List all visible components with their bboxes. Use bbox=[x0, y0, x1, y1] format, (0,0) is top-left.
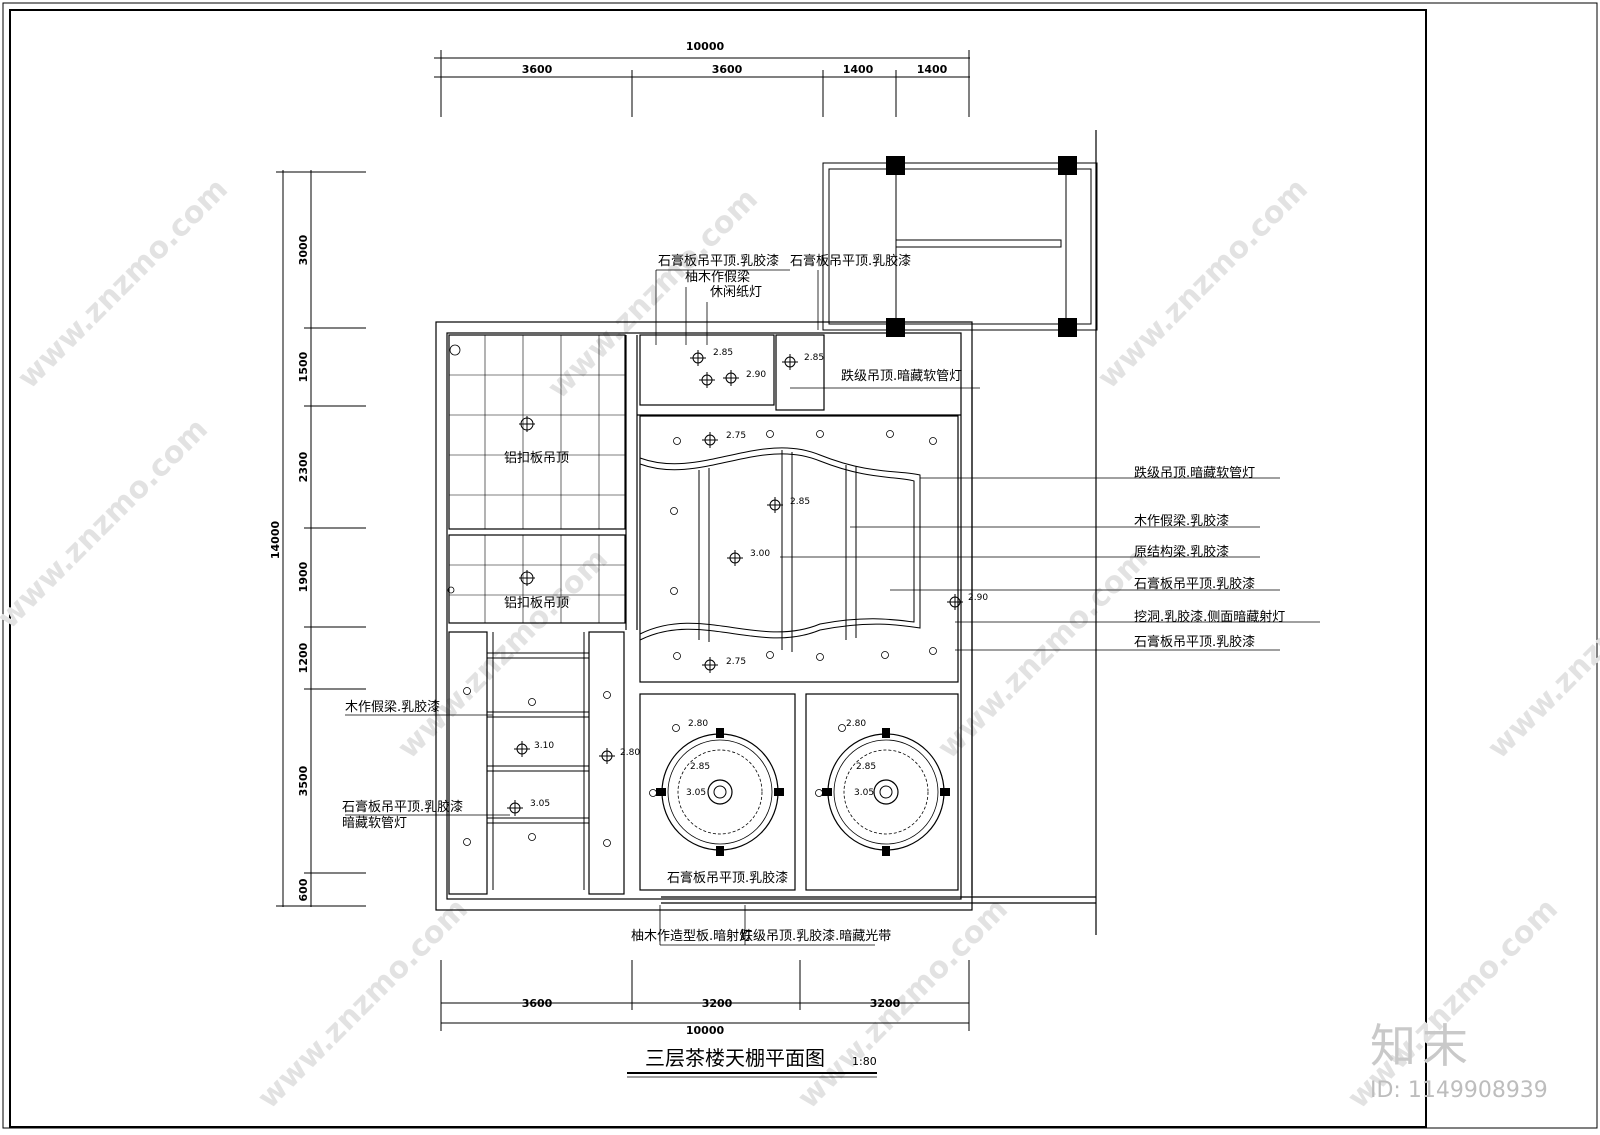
label-gypsum-flat-latex: 石膏板吊平顶.乳胶漆 bbox=[667, 870, 788, 886]
watermark-text: www.znzmo.com bbox=[391, 542, 615, 766]
balcony-columns bbox=[886, 156, 1077, 337]
drawing-scale: 1:80 bbox=[852, 1055, 877, 1068]
elevation: 2.85 bbox=[713, 348, 733, 358]
watermark-text: www.znzmo.com bbox=[1481, 542, 1600, 766]
elevation: 2.75 bbox=[726, 431, 746, 441]
downlight bbox=[699, 372, 715, 388]
elevation: 3.00 bbox=[750, 549, 770, 559]
label-gypsum-flat-latex: 石膏板吊平顶.乳胶漆 bbox=[658, 253, 779, 269]
dim-left-seg: 600 bbox=[297, 878, 310, 901]
downlight bbox=[514, 741, 530, 757]
dim-left-seg: 3000 bbox=[297, 234, 310, 265]
label-stepped-ceiling-light-band: 跌级吊顶.乳胶漆.暗藏光带 bbox=[740, 928, 891, 944]
elevation: 2.85 bbox=[790, 497, 810, 507]
label-teak-false-beam: 柚木作假梁 bbox=[685, 270, 750, 285]
downlight bbox=[690, 350, 706, 366]
downlight bbox=[599, 748, 615, 764]
dim-top-seg: 1400 bbox=[843, 63, 874, 76]
aluminum-grid bbox=[449, 335, 625, 623]
downlight bbox=[519, 416, 535, 432]
downlight bbox=[947, 594, 963, 610]
dimension-lines bbox=[276, 50, 970, 1031]
dim-left-seg: 1900 bbox=[297, 561, 310, 592]
label-hidden-tube-light: 暗藏软管灯 bbox=[342, 816, 407, 831]
elevation: 2.80 bbox=[688, 719, 708, 729]
drawing-title: 三层茶楼天棚平面图 bbox=[645, 1046, 825, 1070]
elevation: 2.85 bbox=[856, 762, 876, 772]
balcony bbox=[822, 162, 1098, 331]
downlight bbox=[782, 354, 798, 370]
label-stepped-ceiling-hidden-tube: 跌级吊顶.暗藏软管灯 bbox=[841, 368, 962, 384]
elevation: 3.10 bbox=[534, 741, 554, 751]
dim-bottom-total: 10000 bbox=[686, 1024, 725, 1037]
label-original-beam-latex: 原结构梁.乳胶漆 bbox=[1134, 544, 1229, 560]
ceiling-lights bbox=[507, 350, 963, 816]
watermark-text: www.znzmo.com bbox=[0, 412, 215, 636]
elevation: 2.85 bbox=[804, 353, 824, 363]
elevation: 3.05 bbox=[854, 788, 874, 798]
label-wood-false-beam-latex: 木作假梁.乳胶漆 bbox=[345, 699, 440, 715]
dim-left-seg: 1500 bbox=[297, 351, 310, 382]
round-ceiling-brackets bbox=[656, 728, 950, 856]
downlight bbox=[723, 370, 739, 386]
elevation: 2.90 bbox=[746, 370, 766, 380]
elevation: 2.75 bbox=[726, 657, 746, 667]
wave-ceiling bbox=[639, 447, 921, 652]
inner-frame bbox=[9, 9, 1427, 1128]
watermark-id: ID: 1149908939 bbox=[1370, 1078, 1548, 1103]
label-wood-false-beam-latex: 木作假梁.乳胶漆 bbox=[1134, 513, 1229, 529]
dimension-texts: 10000 3600 3600 1400 1400 3600 3200 3200… bbox=[269, 40, 948, 1037]
label-hole-latex-spotlight: 挖洞.乳胶漆.侧面暗藏射灯 bbox=[1134, 609, 1285, 625]
dim-left-total: 14000 bbox=[269, 521, 282, 560]
elevation: 2.85 bbox=[690, 762, 710, 772]
dim-top-seg: 3600 bbox=[522, 63, 553, 76]
downlight bbox=[767, 497, 783, 513]
downlight bbox=[519, 570, 535, 586]
label-gypsum-flat-latex: 石膏板吊平顶.乳胶漆 bbox=[1134, 634, 1255, 650]
dim-top-seg: 1400 bbox=[917, 63, 948, 76]
label-aluminum-ceiling: 铝扣板吊顶 bbox=[504, 596, 569, 611]
small-spotlights bbox=[447, 344, 937, 847]
label-stepped-ceiling-hidden-tube: 跌级吊顶.暗藏软管灯 bbox=[1134, 465, 1255, 481]
elevation-tags: 2.85 2.90 2.85 2.75 2.85 3.00 2.90 2.75 … bbox=[530, 348, 988, 809]
watermark-text: www.znzmo.com bbox=[931, 542, 1155, 766]
elevation: 2.80 bbox=[846, 719, 866, 729]
dim-bottom-seg: 3200 bbox=[870, 997, 901, 1010]
elevation: 2.80 bbox=[620, 748, 640, 758]
label-gypsum-flat-latex: 石膏板吊平顶.乳胶漆 bbox=[342, 799, 463, 815]
elevation: 3.05 bbox=[686, 788, 706, 798]
elevation: 3.05 bbox=[530, 799, 550, 809]
round-ceiling-right bbox=[827, 733, 945, 851]
watermark-block: 知末 ID: 1149908939 bbox=[1370, 1010, 1548, 1103]
dim-bottom-seg: 3200 bbox=[702, 997, 733, 1010]
watermark-text: www.znzmo.com bbox=[791, 892, 1015, 1116]
dim-left-seg: 1200 bbox=[297, 642, 310, 673]
walls bbox=[435, 130, 1097, 935]
material-labels: 石膏板吊平顶.乳胶漆 石膏板吊平顶.乳胶漆 柚木作假梁 休闲纸灯 跌级吊顶.暗藏… bbox=[342, 253, 1285, 944]
downlight bbox=[727, 550, 743, 566]
watermark-text: www.znzmo.com bbox=[11, 172, 235, 396]
watermark-logo: 知末 bbox=[1370, 1019, 1474, 1073]
downlight bbox=[507, 800, 523, 816]
leader-lines bbox=[345, 269, 1320, 946]
watermark-text: www.znzmo.com bbox=[1091, 172, 1315, 396]
dim-left-seg: 3500 bbox=[297, 765, 310, 796]
label-leisure-paper-lamp: 休闲纸灯 bbox=[710, 285, 762, 300]
label-gypsum-flat-latex: 石膏板吊平顶.乳胶漆 bbox=[1134, 576, 1255, 592]
dim-top-seg: 3600 bbox=[712, 63, 743, 76]
dim-top-total: 10000 bbox=[686, 40, 725, 53]
downlight bbox=[702, 432, 718, 448]
label-aluminum-ceiling: 铝扣板吊顶 bbox=[504, 451, 569, 466]
left-beams bbox=[487, 632, 589, 890]
downlight bbox=[702, 657, 718, 673]
label-gypsum-flat-latex: 石膏板吊平顶.乳胶漆 bbox=[790, 253, 911, 269]
dim-left-seg: 2300 bbox=[297, 451, 310, 482]
round-ceiling-left bbox=[661, 733, 779, 851]
label-teak-panel: 柚木作造型板.暗射灯 bbox=[631, 928, 752, 944]
dim-bottom-seg: 3600 bbox=[522, 997, 553, 1010]
elevation: 2.90 bbox=[968, 593, 988, 603]
